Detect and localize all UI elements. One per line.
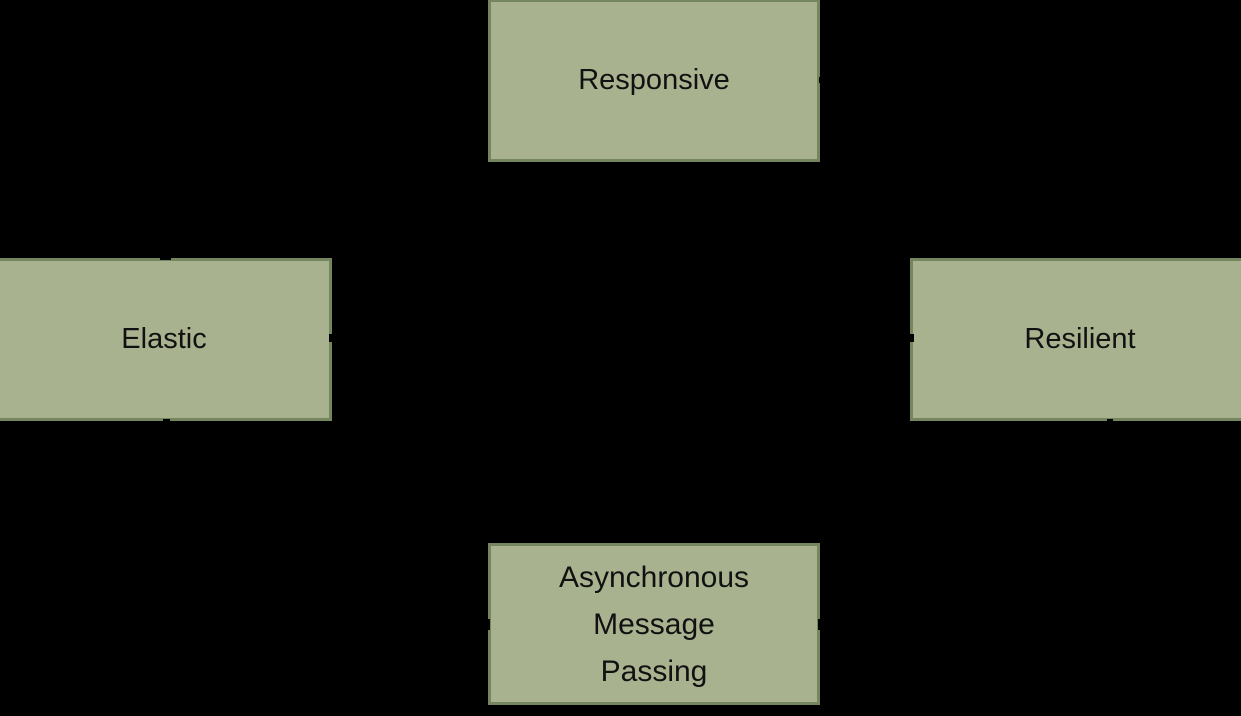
connector-tick	[908, 334, 914, 342]
box-async-label: Asynchronous Message Passing	[559, 554, 749, 695]
connector-tick	[818, 619, 824, 630]
box-responsive-label: Responsive	[578, 64, 730, 97]
box-responsive: Responsive	[488, 0, 820, 162]
connector-tick	[819, 77, 825, 83]
box-resilient: Resilient	[910, 258, 1241, 421]
connector-tick	[1101, 253, 1112, 258]
connector-tick	[160, 255, 171, 260]
connector-tick	[163, 419, 170, 425]
connector-tick	[1107, 419, 1113, 425]
box-asynchronous-message-passing: Asynchronous Message Passing	[488, 543, 820, 705]
connector-tick	[329, 334, 335, 342]
box-async-label-line-1: Asynchronous	[558, 560, 750, 594]
box-async-label-line-2: Message	[593, 607, 715, 641]
connector-tick	[484, 619, 490, 630]
box-resilient-label: Resilient	[1024, 323, 1136, 356]
box-elastic-label: Elastic	[121, 323, 207, 356]
box-async-label-line-3: Passing	[600, 654, 708, 688]
box-elastic: Elastic	[0, 258, 332, 421]
connector-tick	[482, 76, 488, 82]
